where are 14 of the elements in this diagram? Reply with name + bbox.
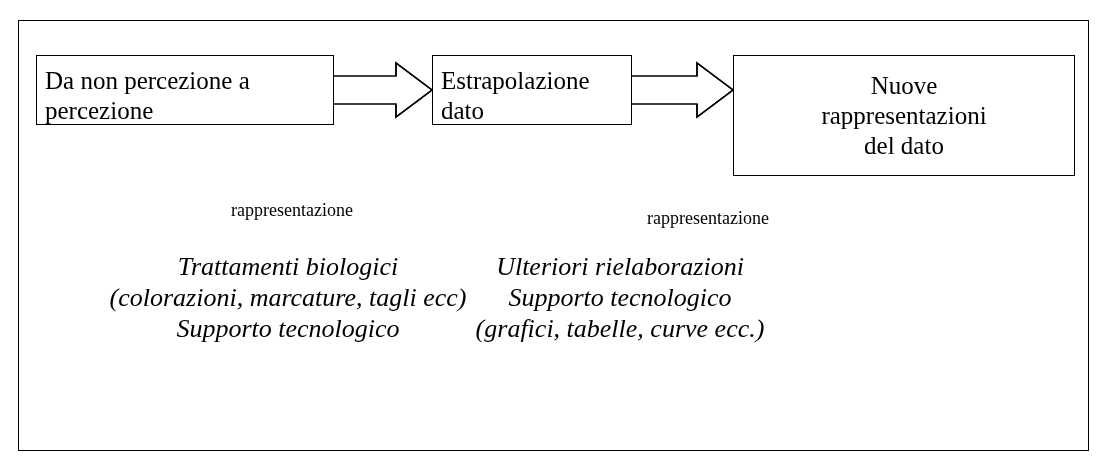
label-text: rappresentazione xyxy=(231,200,353,221)
note-text: (colorazioni, marcature, tagli ecc) xyxy=(109,283,467,313)
box-text: Da non percezione a percezione xyxy=(45,66,251,126)
note-text: Trattamenti biologici xyxy=(177,252,399,282)
box-text: Estrapolazione dato xyxy=(441,66,591,126)
process-box xyxy=(36,55,334,125)
note-text: Supporto tecnologico xyxy=(176,314,400,344)
note-text: Supporto tecnologico xyxy=(508,283,732,313)
note-text: (grafici, tabelle, curve ecc.) xyxy=(475,314,765,344)
process-box xyxy=(733,55,1075,176)
note-text: Ulteriori rielaborazioni xyxy=(496,252,744,282)
label-text: rappresentazione xyxy=(647,208,769,229)
process-box xyxy=(432,55,632,125)
box-text: Nuove rappresentazioni del dato xyxy=(820,70,988,161)
